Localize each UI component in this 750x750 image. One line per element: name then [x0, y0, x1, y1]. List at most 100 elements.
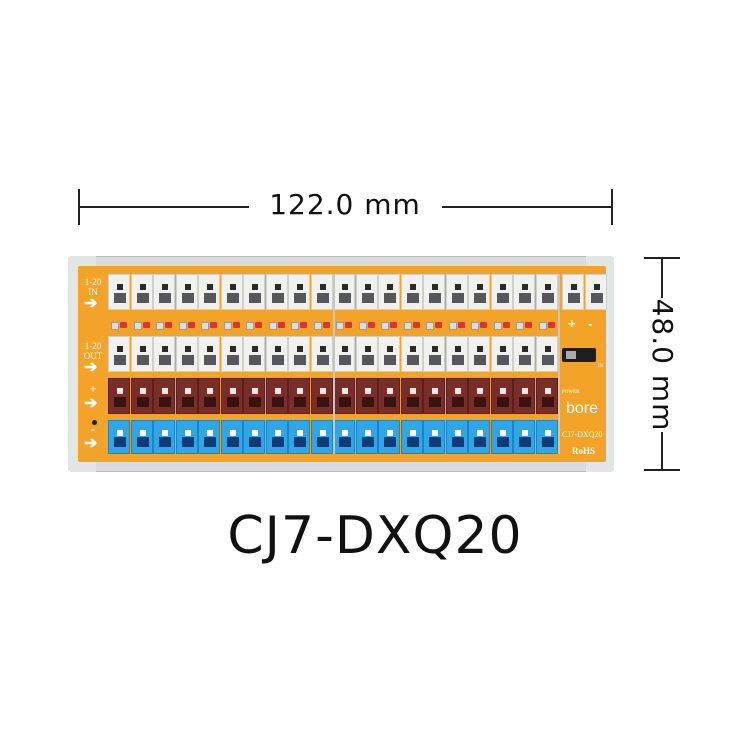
wire-slot [316, 355, 329, 365]
plus-arrow-icon: ➔ [84, 395, 98, 412]
width-dimension-line-right [442, 206, 612, 208]
module-divider [333, 274, 335, 454]
in-range-label: 1-20 [84, 277, 102, 287]
input-terminal [490, 274, 513, 310]
screw-hole [229, 430, 236, 436]
negative-terminal [535, 420, 558, 454]
screw-hole [342, 388, 348, 394]
wire-slot [159, 437, 171, 447]
negative-terminal [490, 420, 513, 454]
input-terminal [513, 274, 535, 310]
wire-slot [114, 293, 126, 303]
screw-hole [477, 346, 483, 352]
led-indicator [311, 318, 333, 332]
negative-terminal [288, 420, 310, 454]
screw-hole [342, 284, 348, 290]
negative-terminal [130, 420, 153, 454]
positive-terminal [243, 378, 265, 414]
input-terminal [445, 274, 468, 310]
screw-hole [252, 430, 258, 436]
wire-slot [361, 355, 374, 365]
screw-hole [432, 346, 438, 352]
screw-hole [229, 388, 236, 394]
wire-slot [406, 355, 419, 365]
wire-slot [271, 437, 284, 447]
wire-slot [226, 293, 239, 303]
wire-slot [249, 293, 261, 303]
wire-slot [429, 397, 441, 407]
screw-hole [454, 284, 461, 290]
wire-slot [249, 397, 261, 407]
screw-hole [252, 284, 258, 290]
output-terminal [108, 336, 130, 372]
screw-hole [477, 388, 483, 394]
screw-hole [387, 388, 393, 394]
negative-terminal [243, 420, 265, 454]
wire-slot [316, 293, 329, 303]
input-terminal [378, 274, 400, 310]
led-indicator [198, 318, 220, 332]
input-terminal [310, 274, 333, 310]
input-terminal [198, 274, 220, 310]
led-indicator [288, 318, 310, 332]
wire-slot [271, 355, 284, 365]
power-silkscreen-text: POWER [562, 390, 580, 395]
wire-slot [541, 355, 554, 365]
screw-hole [162, 284, 168, 290]
led-indicator [333, 318, 355, 332]
screw-hole [454, 430, 461, 436]
screw-hole [139, 388, 146, 394]
wire-slot [294, 437, 306, 447]
wire-slot [361, 293, 374, 303]
input-terminal [355, 274, 378, 310]
output-terminal-strip [108, 336, 558, 372]
led-indicator [446, 318, 468, 332]
screw-hole [319, 430, 326, 436]
led-indicator [536, 318, 558, 332]
power-plus-label: + [568, 316, 576, 331]
input-terminal [130, 274, 153, 310]
screw-hole [207, 346, 213, 352]
negative-terminal [175, 420, 198, 454]
output-terminal [468, 336, 490, 372]
wire-slot [159, 397, 171, 407]
wire-slot [316, 397, 329, 407]
wire-slot [429, 293, 441, 303]
led-indicator-row [108, 318, 558, 332]
output-terminal [400, 336, 423, 372]
wire-slot [226, 397, 239, 407]
wire-slot [249, 355, 261, 365]
wire-slot [384, 355, 396, 365]
screw-hole [593, 284, 600, 290]
screw-hole [297, 346, 303, 352]
mounting-dot [92, 420, 97, 425]
input-terminal-strip [108, 274, 558, 310]
plus-label: + [89, 381, 97, 396]
wire-slot [451, 437, 464, 447]
negative-terminal [153, 420, 175, 454]
height-dimension-bottom-tick [644, 469, 680, 471]
screw-hole [364, 430, 371, 436]
positive-terminal [400, 378, 423, 414]
input-terminal [468, 274, 490, 310]
positive-terminal [288, 378, 310, 414]
wire-slot [226, 437, 239, 447]
screw-hole [364, 388, 371, 394]
screw-hole [409, 430, 416, 436]
screw-hole [319, 388, 326, 394]
positive-terminal [175, 378, 198, 414]
screw-hole [409, 346, 416, 352]
screw-hole [522, 346, 528, 352]
negative-terminal [108, 420, 130, 454]
width-dimension-label: 122.0 mm [269, 188, 421, 221]
negative-terminal [333, 420, 355, 454]
minus-label: - [90, 421, 96, 436]
negative-terminal [310, 420, 333, 454]
wire-slot [316, 437, 329, 447]
led-indicator [378, 318, 400, 332]
positive-terminal [355, 378, 378, 414]
wire-slot [384, 293, 396, 303]
wire-slot [339, 355, 351, 365]
screw-hole [522, 388, 528, 394]
output-terminal [333, 336, 355, 372]
